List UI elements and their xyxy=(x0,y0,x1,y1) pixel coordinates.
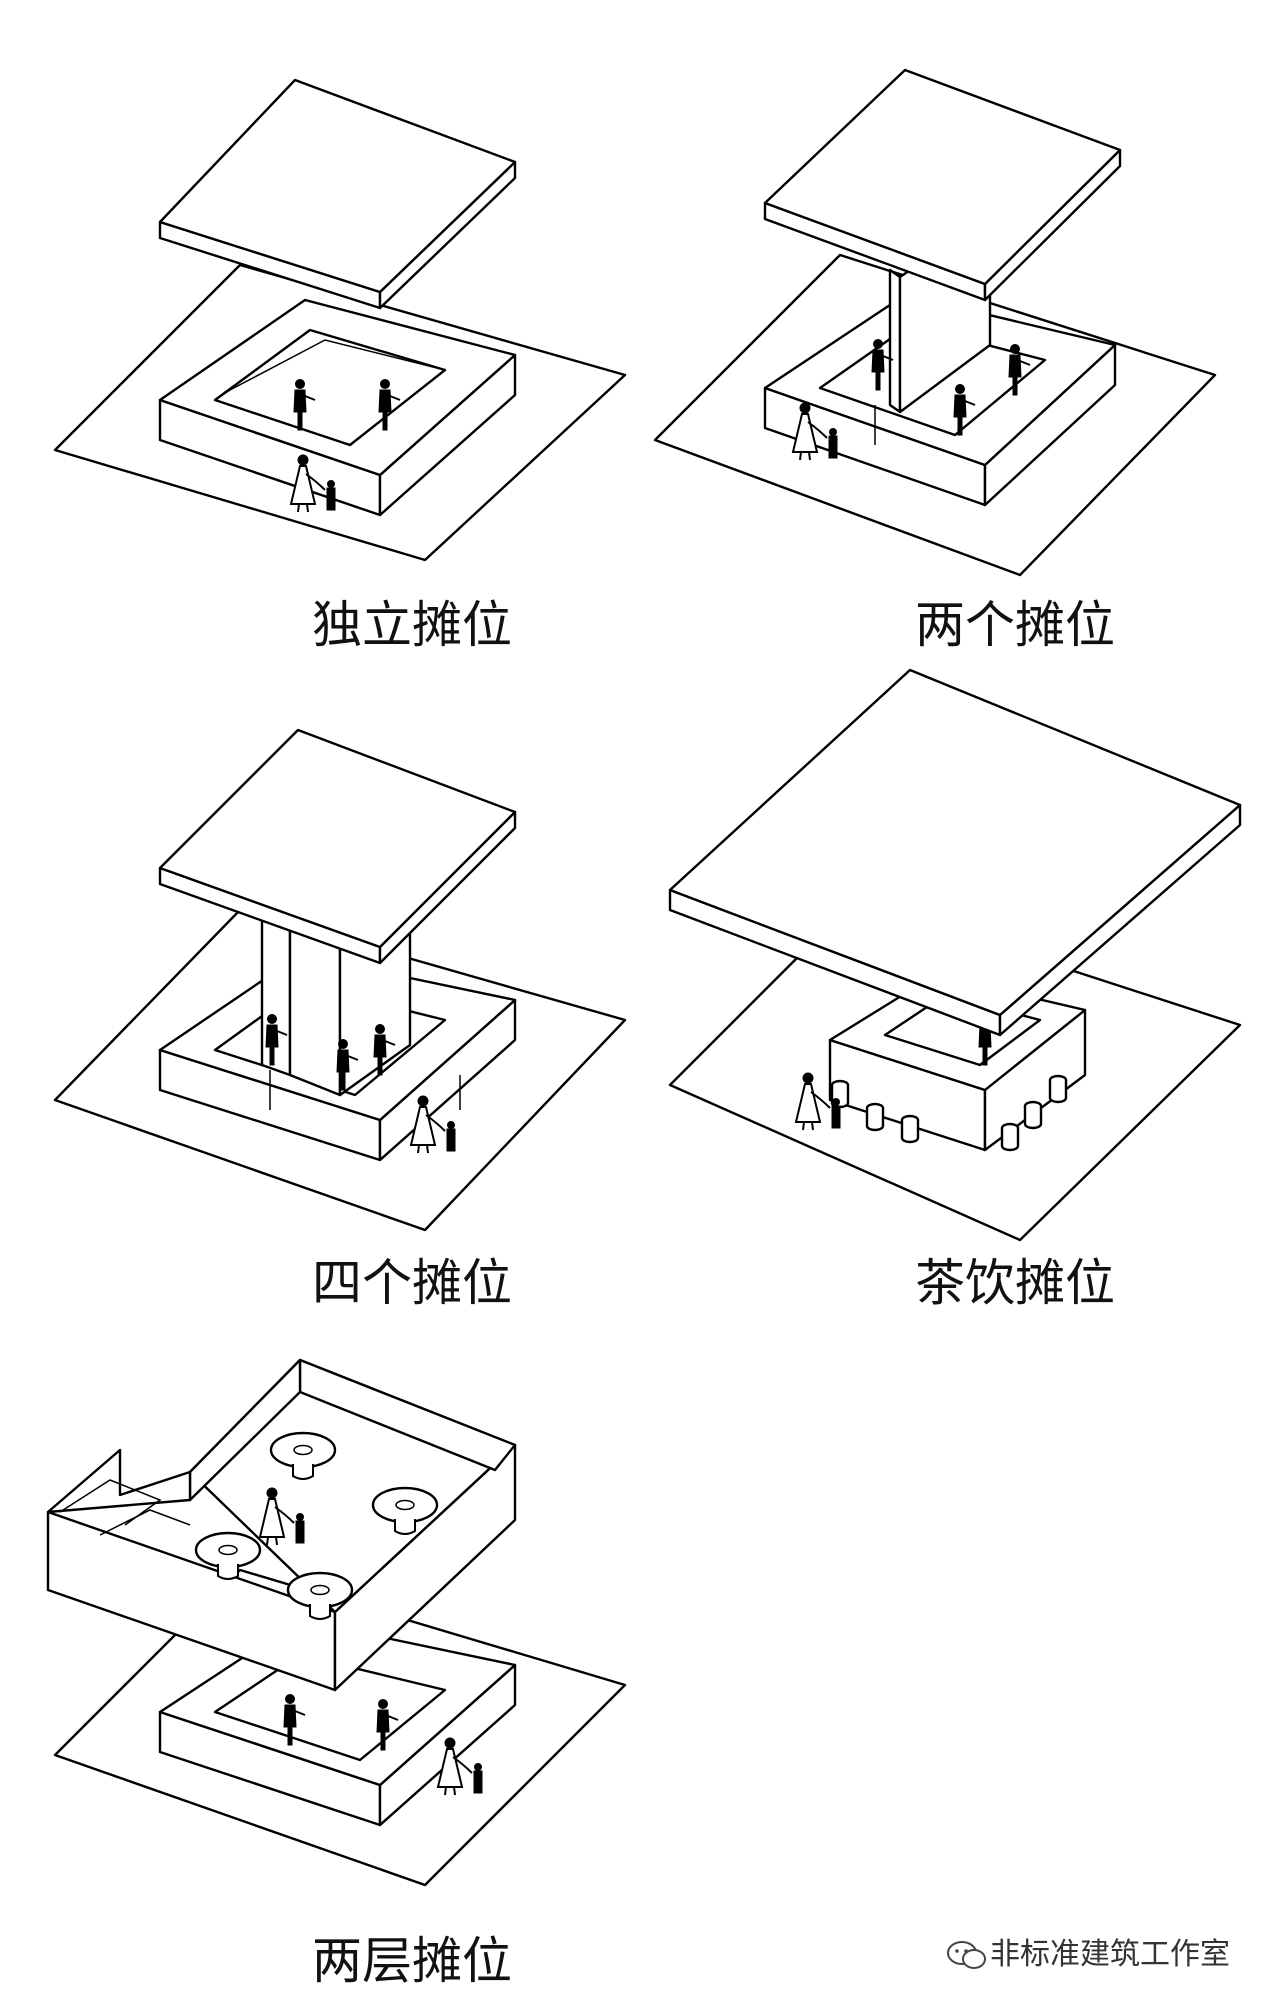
diagram-four-booths: 四个摊位 xyxy=(53,728,627,1312)
diagram-two-booths: 两个摊位 xyxy=(653,68,1217,654)
wechat-icon xyxy=(947,1941,986,1969)
caption-two-booths: 两个摊位 xyxy=(915,596,1115,654)
caption-standalone: 独立摊位 xyxy=(312,596,512,654)
diagram-tea-booth: 茶饮摊位 xyxy=(668,668,1242,1312)
caption-two-storey-booth: 两层摊位 xyxy=(312,1932,512,1990)
roof-slab xyxy=(668,668,1242,1037)
roof-slab xyxy=(158,728,517,965)
diagram-two-storey-booth: 两层摊位 xyxy=(46,1358,627,1990)
upper-storey-box xyxy=(46,1358,517,1692)
diagram-standalone-booth: 独立摊位 xyxy=(53,78,627,654)
stools xyxy=(830,1074,1068,1152)
watermark: 非标准建筑工作室 xyxy=(947,1937,1230,1972)
watermark-text: 非标准建筑工作室 xyxy=(990,1937,1230,1972)
roof-slab xyxy=(763,68,1122,302)
caption-four-booths: 四个摊位 xyxy=(312,1254,512,1312)
roof-slab xyxy=(158,78,517,310)
booth-ring xyxy=(158,298,517,517)
caption-tea-booth: 茶饮摊位 xyxy=(915,1254,1115,1312)
